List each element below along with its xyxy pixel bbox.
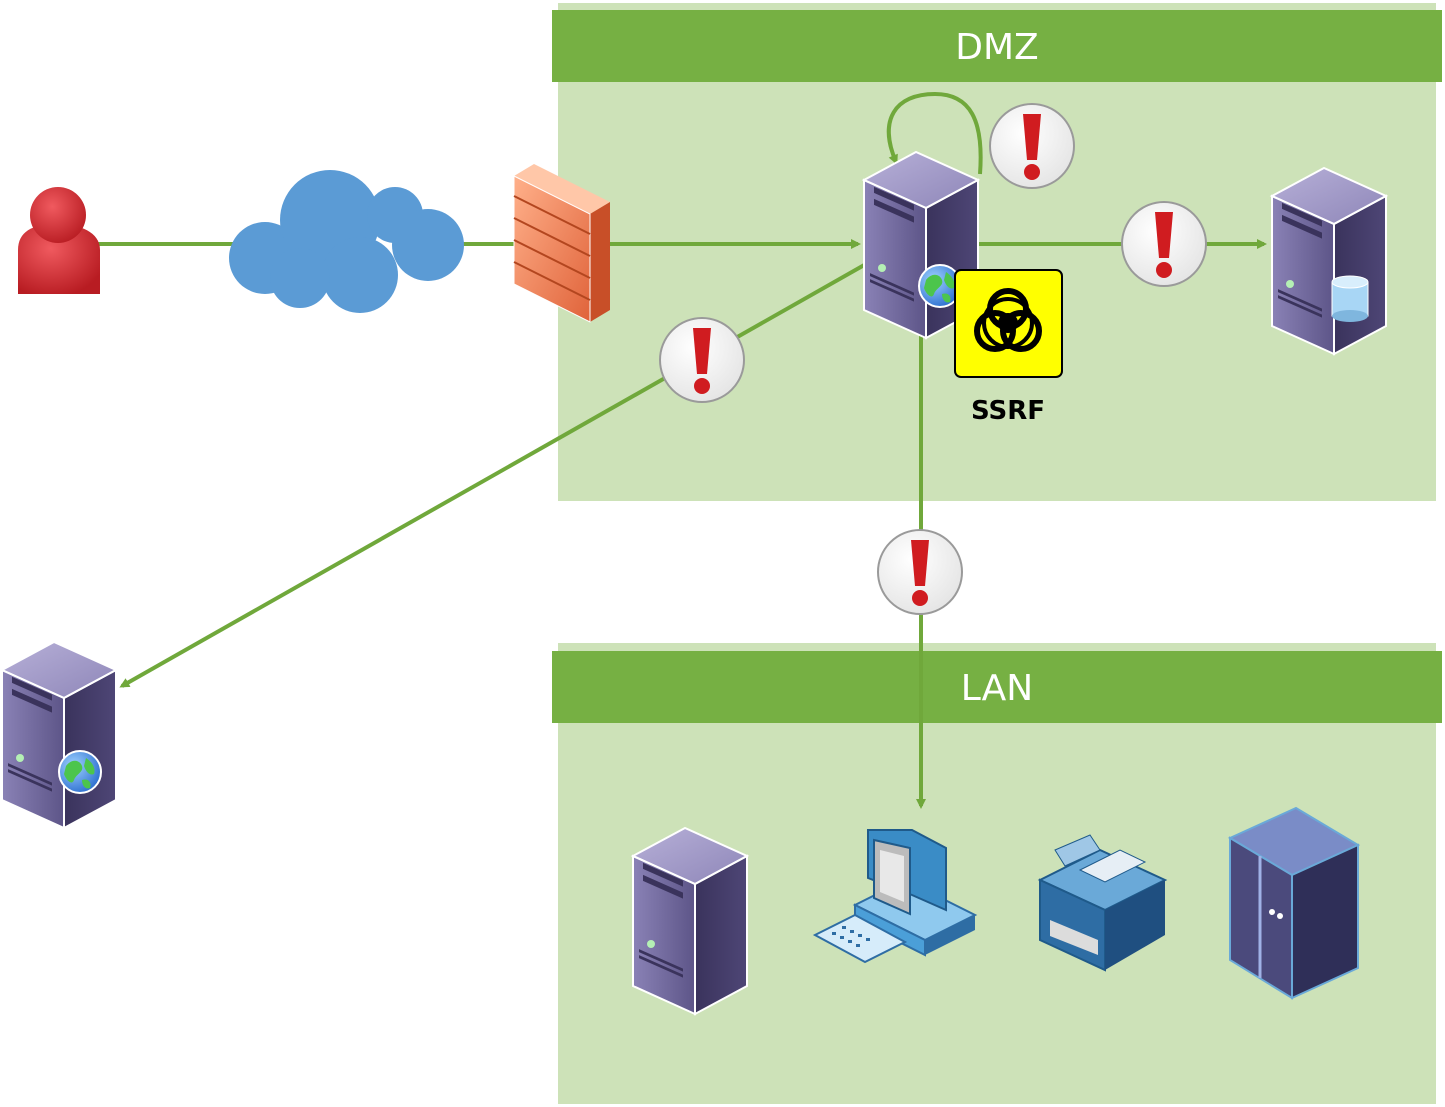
link-webserver-loopback bbox=[886, 91, 983, 175]
warning-database-icon bbox=[1121, 201, 1207, 287]
external-web-server-icon bbox=[1, 641, 117, 829]
internet-cloud-icon bbox=[229, 170, 464, 313]
attacker-user-icon bbox=[18, 187, 100, 294]
lan-workstation-icon bbox=[812, 829, 978, 964]
ssrf-label: SSRF bbox=[971, 396, 1045, 426]
warning-lan-icon bbox=[877, 529, 963, 615]
link-webserver-external bbox=[119, 262, 867, 688]
dmz-title: DMZ bbox=[955, 27, 1038, 68]
warning-external-icon bbox=[659, 317, 745, 403]
lan-fax-printer-icon bbox=[1037, 834, 1168, 972]
lan-header bbox=[552, 651, 1442, 723]
dmz-database-server-icon bbox=[1271, 167, 1387, 355]
firewall-icon bbox=[513, 164, 610, 323]
lan-server-icon bbox=[632, 827, 748, 1015]
warning-loopback-icon bbox=[989, 103, 1075, 189]
ssrf-hazard: SSRF bbox=[954, 269, 1063, 426]
lan-title: LAN bbox=[961, 668, 1033, 709]
lan-mainframe-icon bbox=[1227, 806, 1361, 1000]
dmz-header bbox=[552, 10, 1442, 82]
